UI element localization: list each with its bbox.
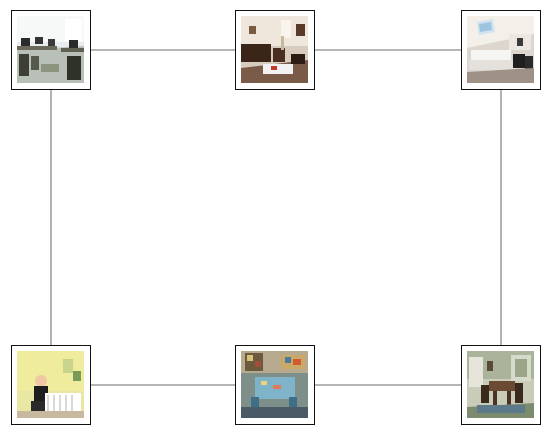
living-room-photo-icon — [241, 16, 308, 83]
photo-node-office[interactable] — [11, 10, 91, 90]
photo-node-classroom[interactable] — [235, 345, 315, 425]
classroom-photo-icon — [241, 351, 308, 418]
nursery-photo-icon — [17, 351, 84, 418]
office-room-photo-icon — [17, 16, 84, 83]
bedroom-skylight-photo-icon — [467, 16, 534, 83]
dining-room-photo-icon — [467, 351, 534, 418]
photo-node-dining-room[interactable] — [461, 345, 541, 425]
photo-node-living-room[interactable] — [235, 10, 315, 90]
photo-node-bedroom[interactable] — [461, 10, 541, 90]
photo-node-nursery[interactable] — [11, 345, 91, 425]
